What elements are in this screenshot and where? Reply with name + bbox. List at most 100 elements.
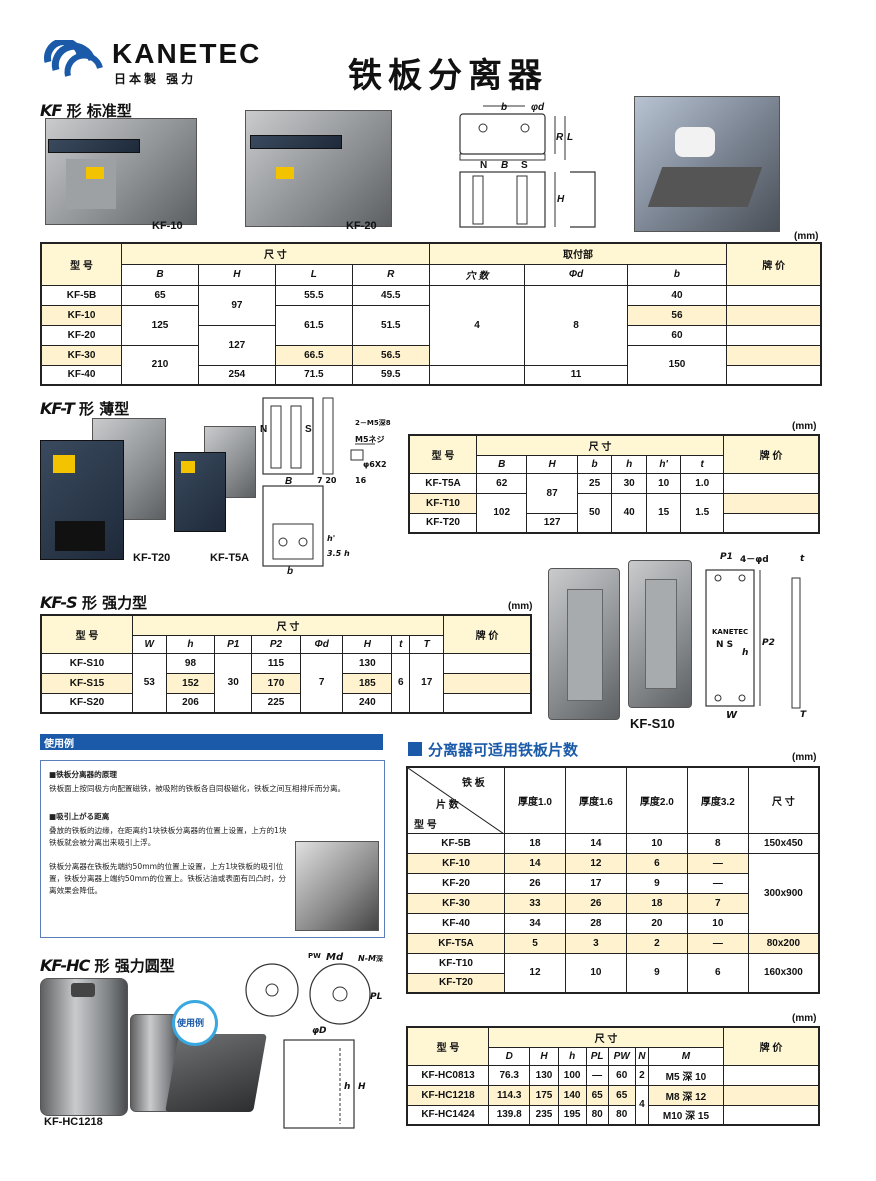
kft-th-h2: h': [645, 454, 682, 474]
kfs-row-model: KF-S20: [40, 692, 133, 714]
kfs-th-price: 牌 价: [443, 614, 532, 654]
sheets-cell: 18: [504, 832, 566, 854]
kft20-label: KF-T20: [133, 552, 171, 564]
sheets-cell: 26: [504, 872, 566, 894]
corner-label-3: 型 号: [414, 820, 437, 831]
kfs-price-cell: [443, 652, 532, 674]
kf-th-d: Φd: [524, 263, 628, 286]
kfhc-heading-text: 形 强力圆型: [94, 957, 175, 975]
kft-spec-table: 型 号 尺 寸 牌 价 B H b h h' t KF-T5A 62 87 25…: [408, 434, 820, 534]
sheets-model: KF-40: [406, 912, 505, 934]
kfs-dim-p1: P1: [720, 552, 733, 562]
kfs-price-cell: [443, 692, 532, 714]
kfs-cell: 206: [165, 692, 216, 714]
kfhc-dim-h: H: [358, 1082, 366, 1092]
kfs-dim-tt: T: [800, 710, 807, 720]
usage-p3: 铁板分离器在铁板先端约50mm的位置上设置，上方1块铁板的吸引位置，铁板分离器上…: [49, 862, 287, 895]
kft-dim-t20: 7 20: [317, 476, 337, 485]
sheets-cell: 20: [625, 912, 688, 934]
kf-th-mount: 取付部: [428, 242, 728, 265]
kft-cell: 87: [526, 472, 578, 514]
sheets-cell: 17: [564, 872, 627, 894]
kf-heading-text: 形 标准型: [66, 102, 132, 120]
kf-unit: (mm): [794, 231, 819, 242]
kft-unit: (mm): [792, 421, 817, 432]
kf-dimension-drawing: [459, 105, 596, 228]
kf-cell: 65: [121, 284, 199, 306]
kft-cell: 1.5: [680, 492, 724, 534]
usage-title: 使用例: [44, 739, 74, 750]
kf-cell: 97: [197, 284, 276, 326]
kfs-diagram: P1 4－φd t KANETEC N S P2 h W T: [700, 548, 830, 728]
kf-dim-h: H: [557, 194, 565, 205]
kfs-cell: 185: [342, 672, 393, 694]
kft-cell: 15: [645, 492, 682, 534]
kf-usage-photo: [634, 96, 780, 232]
kft-th-t: t: [680, 454, 724, 474]
sheets-cell: 6: [686, 952, 749, 994]
kf-th-model: 型 号: [40, 242, 123, 286]
sheets-cell: 12: [504, 952, 566, 994]
sheets-model: KF-5B: [406, 832, 505, 854]
kft-dim-hh: 2－M5深8: [355, 419, 391, 427]
kfs-cell: 17: [409, 652, 444, 714]
kfs-cell: 30: [214, 652, 253, 714]
kfhc-th-D: D: [487, 1046, 531, 1066]
kft-price-cell: [723, 492, 820, 514]
kfs-photo-label: KF-S10: [630, 716, 675, 731]
kfhc-cell: 100: [557, 1064, 587, 1086]
kfhc-cell: M5 深 10: [647, 1064, 725, 1086]
kfs-th-T: T: [409, 634, 444, 654]
sheets-cell: 12: [564, 852, 627, 874]
kfhc-th-h: h: [557, 1046, 587, 1066]
kf20-photo: [245, 110, 392, 227]
kft-dim-h2: 3.5 h: [327, 549, 350, 558]
kfs-heading-code: KF-S: [40, 593, 78, 612]
kft-cell: 50: [576, 492, 613, 534]
kfs-row-model: KF-S10: [40, 652, 133, 674]
kf-th-H: H: [197, 263, 276, 286]
kf-cell: 56: [626, 304, 728, 326]
brand-name: KANETEC: [112, 38, 262, 69]
kft-th-dim: 尺 寸: [476, 434, 724, 456]
usage-header-bar: 使用例: [40, 734, 383, 750]
kfs-dim-brand: KANETEC: [712, 628, 749, 636]
kft-th-B: B: [475, 454, 528, 474]
kfs-th-t: t: [391, 634, 411, 654]
usage-p2: 叠放的铁板的边缘，在距离约1块铁板分离器的位置上设置，上方的1块铁板就会被分离出…: [49, 826, 287, 847]
sheets-cell: 28: [564, 912, 627, 934]
kfs-spec-table: 型 号 尺 寸 牌 价 W h P1 P2 Φd H t T KF-S10 53…: [40, 614, 532, 714]
sheets-model: KF-20: [406, 872, 505, 894]
kfhc-heading: KF-HC 形 强力圆型: [40, 955, 175, 976]
page-title: 铁板分离器: [348, 56, 548, 96]
sheets-cell: 9: [625, 872, 688, 894]
kf-row-model: KF-40: [40, 364, 123, 386]
sheets-size: 80x200: [747, 932, 820, 954]
kf-cell: 66.5: [274, 344, 353, 366]
sheets-model: KF-10: [406, 852, 505, 874]
kfs-th-d: Φd: [299, 634, 344, 654]
kft5a-label: KF-T5A: [210, 552, 250, 564]
kf-cell: 51.5: [351, 304, 430, 346]
kfhc-cell: 80: [607, 1104, 636, 1126]
kfs-cell: 225: [251, 692, 301, 714]
sheets-cell: 6: [625, 852, 688, 874]
kft-cell: 30: [611, 472, 647, 494]
sheets-cell: 33: [504, 892, 566, 914]
kfhc-price-cell: [723, 1064, 820, 1086]
kf-dim-bB: B: [501, 160, 509, 171]
kfhc-heading-code: KF-HC: [40, 956, 90, 975]
kft5a-front: [174, 452, 226, 532]
sheets-cell: 7: [686, 892, 749, 914]
kf-diagram: b φd R L N B S H: [455, 102, 605, 232]
kfhc-cell: 130: [529, 1064, 559, 1086]
kft-dim-h1: h': [327, 534, 336, 543]
kfhc-badge: 使用例: [172, 1000, 218, 1046]
kft-dim-s: S: [305, 424, 312, 435]
brand-sub: 日本製 强力: [114, 72, 197, 86]
kf-spec-table: 型 号 尺 寸 取付部 牌 价 B H L R 穴 数 Φd b KF-5B 6…: [40, 242, 822, 386]
kfs-cell: 53: [132, 652, 167, 714]
kfhc-th-M: M: [647, 1046, 725, 1066]
kft-diagram: N S 2－M5深8 M5ネジ φ6X2 7 20 16 B h' 3.5 h …: [255, 394, 395, 579]
kf-heading: KF 形 标准型: [40, 100, 132, 121]
